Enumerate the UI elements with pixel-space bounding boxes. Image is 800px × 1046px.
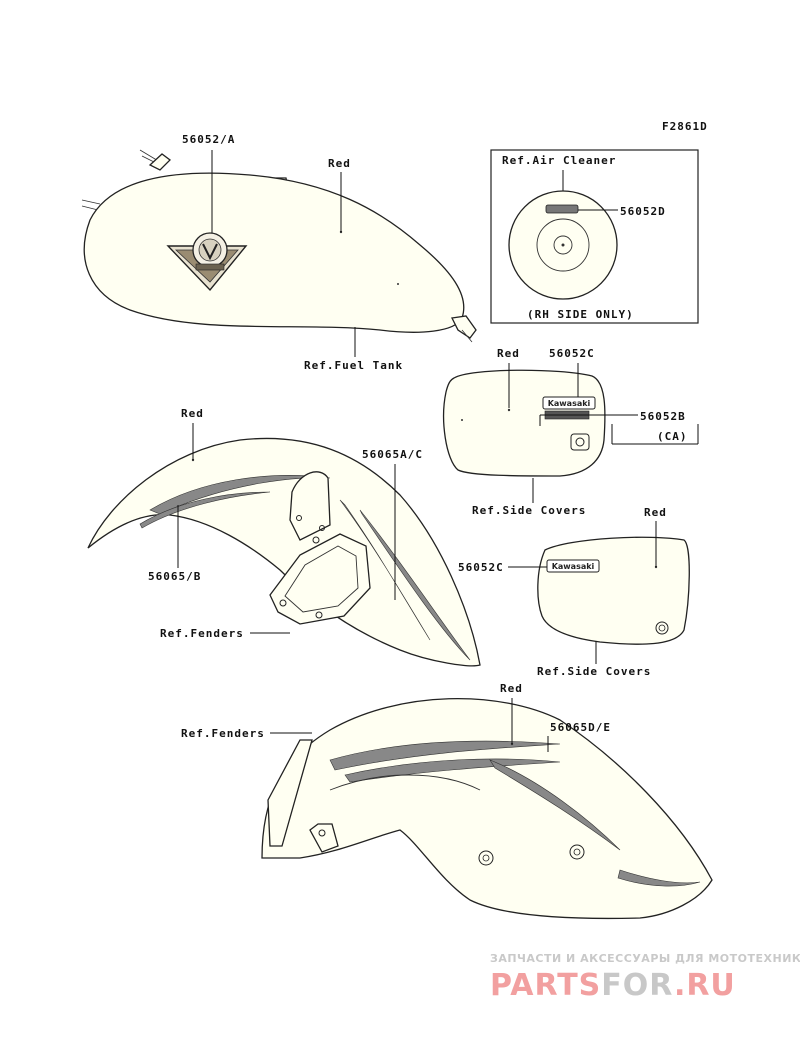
kawasaki-badge-upper-text: Kawasaki (548, 399, 591, 408)
air-cleaner-badge (545, 204, 579, 214)
kawasaki-badge-lower-text: Kawasaki (552, 562, 595, 571)
air-cleaner-note: (RH SIDE ONLY) (527, 308, 634, 321)
side-cover-upper-ca: (CA) (657, 430, 688, 443)
kawasaki-badge-upper (542, 396, 596, 410)
side-cover-upper-part-b: 56052B (640, 410, 686, 423)
fuel-tank (81, 149, 477, 343)
watermark: ЗАПЧАСТИ И АКСЕССУАРЫ ДЛЯ МОТОТЕХНИКИ PA… (490, 952, 800, 1003)
watermark-logo-part1: PARTS (490, 968, 601, 1003)
side-cover-upper-part-c: 56052C (549, 347, 595, 360)
side-cover-lower-part: 56052C (458, 561, 504, 574)
side-cover-upper: Kawasaki (443, 369, 606, 477)
front-fender-color: Red (181, 407, 204, 420)
kawasaki-badge-lower (546, 559, 600, 573)
front-fender-stripe-a: 56065A/C (362, 448, 423, 461)
tank-color-callout: Red (328, 157, 351, 170)
side-covers-ref-2: Ref.Side Covers (537, 665, 651, 678)
front-fender-stripe-b: 56065/B (148, 570, 201, 583)
watermark-logo-part2: FOR (601, 968, 674, 1003)
air-cleaner-panel: Ref.Air Cleaner 56052D (RH SIDE ONLY) (490, 149, 699, 324)
side-cover-upper-color: Red (497, 347, 520, 360)
side-cover-lower-color: Red (644, 506, 667, 519)
tank-emblem (166, 232, 248, 292)
fenders-ref-1: Ref.Fenders (160, 627, 244, 640)
fenders-ref-2: Ref.Fenders (181, 727, 265, 740)
side-cover-lower: Kawasaki (537, 536, 690, 645)
figure-code: F2861D (662, 120, 708, 133)
rear-fender (261, 698, 713, 920)
watermark-logo: PARTSFOR.RU (490, 968, 736, 1003)
tank-emblem-callout: 56052/A (182, 133, 235, 146)
air-cleaner-part-callout: 56052D (620, 205, 666, 218)
side-covers-ref-1: Ref.Side Covers (472, 504, 586, 517)
air-cleaner-ref: Ref.Air Cleaner (502, 154, 616, 167)
watermark-tagline: ЗАПЧАСТИ И АКСЕССУАРЫ ДЛЯ МОТОТЕХНИКИ (490, 952, 800, 965)
fuel-tank-ref: Ref.Fuel Tank (304, 359, 403, 372)
watermark-logo-part3: .RU (674, 968, 736, 1003)
front-fender (87, 437, 481, 667)
rear-fender-stripe: 56065D/E (550, 721, 611, 734)
rear-fender-color: Red (500, 682, 523, 695)
